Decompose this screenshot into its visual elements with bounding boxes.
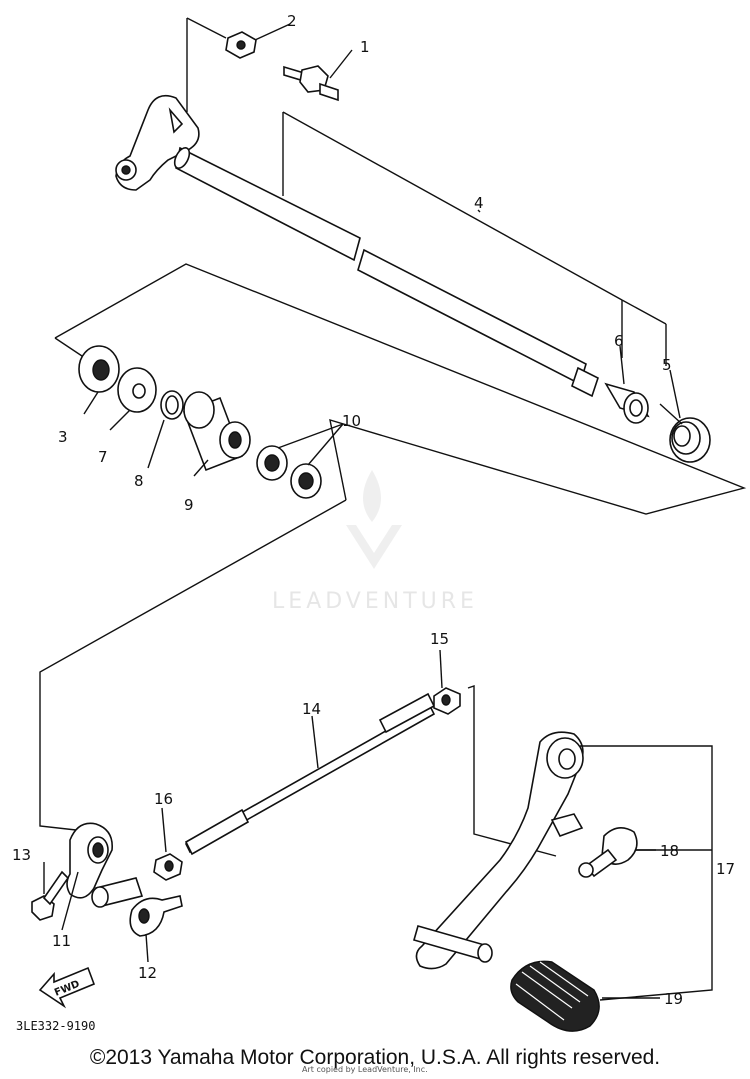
callouts: 1 2 3 4 5 6 7 8 9 10 11 12 13 14 15 16 1… (12, 12, 735, 1008)
callout-17: 17 (716, 860, 735, 878)
part-13-bolt (31, 870, 70, 921)
part-11-lever (66, 822, 144, 908)
reference-code: 3LE332-9190 (16, 1019, 95, 1033)
part-9-collar (182, 391, 251, 472)
shift-arm (115, 94, 200, 191)
shift-pedal (413, 731, 584, 970)
part-10-seals (256, 445, 322, 499)
callout-10: 10 (342, 412, 361, 430)
part-18-joint (578, 827, 638, 878)
callout-15: 15 (430, 630, 449, 648)
callout-19: 19 (664, 990, 683, 1008)
watermark-text: LEADVENTURE (272, 589, 478, 614)
callout-9: 9 (184, 496, 194, 514)
callout-12: 12 (138, 964, 157, 982)
callout-4: 4 (474, 194, 484, 212)
callout-8: 8 (134, 472, 144, 490)
part-15-nut (433, 687, 461, 715)
part-3-washer (78, 345, 120, 393)
part-6-collar (604, 382, 650, 424)
part-19-rubber (510, 960, 600, 1032)
part-14-rod (184, 692, 436, 856)
callout-11: 11 (52, 932, 71, 950)
part-1-bolt (283, 65, 339, 102)
callout-5: 5 (662, 356, 672, 374)
shift-shaft-assembly (115, 17, 711, 463)
callout-6: 6 (614, 332, 624, 350)
part-5-spring (659, 403, 711, 463)
callout-3: 3 (58, 428, 68, 446)
callout-18: 18 (660, 842, 679, 860)
washer-collar-group (54, 263, 747, 515)
copyright-notice: ©2013 Yamaha Motor Corporation, U.S.A. A… (89, 1046, 661, 1069)
callout-2: 2 (287, 12, 297, 30)
part-16-nut (153, 853, 183, 881)
callout-leaders (43, 23, 681, 999)
part-8-circlip (160, 390, 184, 420)
fwd-arrow-icon: FWD (38, 966, 96, 1009)
part-12-joint (129, 895, 183, 937)
part-7-washer (117, 367, 157, 413)
shift-linkage-assembly (31, 499, 713, 1032)
part-2-nut (225, 31, 257, 59)
callout-13: 13 (12, 846, 31, 864)
callout-7: 7 (98, 448, 108, 466)
callout-14: 14 (302, 700, 321, 718)
small-credit: Art copied by LeadVenture, Inc. (302, 1065, 428, 1074)
part-4-shaft (173, 146, 599, 398)
callout-16: 16 (154, 790, 173, 808)
callout-1: 1 (360, 38, 370, 56)
watermark-logo: LEADVENTURE (272, 470, 478, 614)
